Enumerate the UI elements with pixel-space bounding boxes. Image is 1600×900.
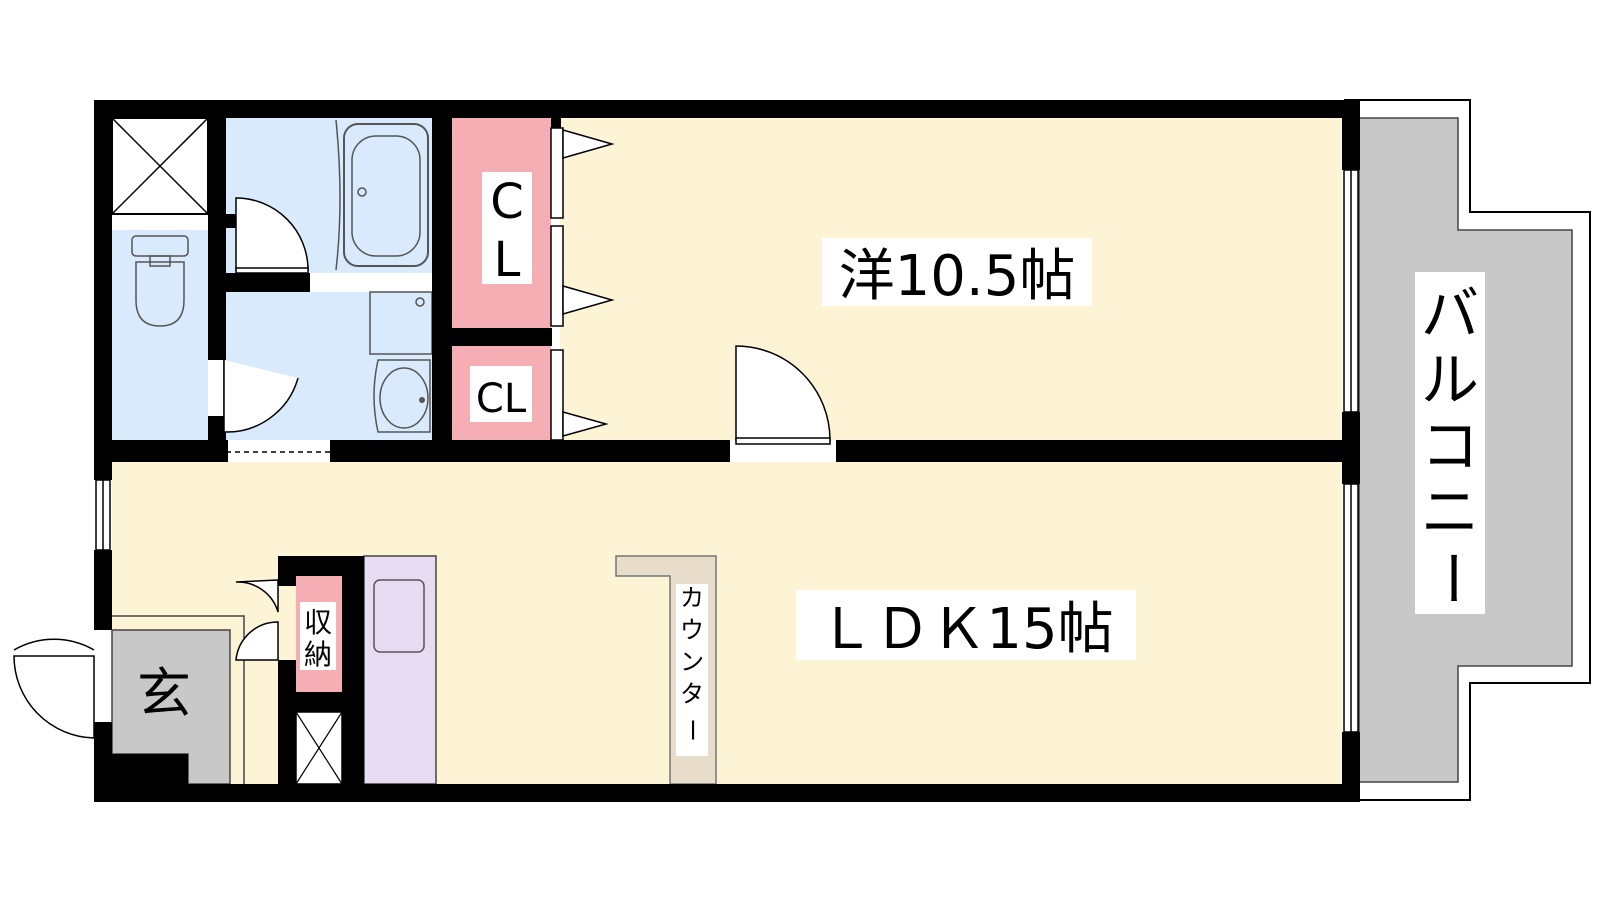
- closet-large-label-bg: [482, 172, 532, 284]
- doors: [13, 197, 831, 739]
- kitchen-unit: [363, 555, 437, 785]
- balcony-char: コ: [1421, 412, 1479, 480]
- storage-door-top: [235, 579, 279, 613]
- storage-label-bg: [300, 602, 336, 670]
- storage-door-bottom: [235, 621, 279, 661]
- entrance-door: [13, 638, 95, 651]
- western-room-door: [735, 345, 831, 441]
- walls: [94, 100, 1360, 802]
- storage-label-2: 納: [304, 638, 332, 671]
- balcony: [1344, 99, 1591, 801]
- balcony-char: ニ: [1421, 478, 1479, 546]
- ldk-label: ＬＤＫ15帖: [818, 597, 1113, 662]
- balcony-char: ー: [1418, 549, 1486, 607]
- closet-doors: [550, 127, 615, 441]
- counter-char: ウ: [680, 616, 704, 644]
- bathtub-icon: [335, 119, 429, 271]
- counter-char: ー: [678, 718, 706, 742]
- counter-label: カ ウ ン タ ー: [678, 584, 706, 742]
- balcony-char: ル: [1421, 346, 1479, 414]
- toilet-icon: [131, 235, 189, 327]
- counter-char: ン: [680, 648, 704, 676]
- closet-small-label: CL: [476, 376, 527, 422]
- western-room-label: 洋10.5帖: [839, 244, 1076, 309]
- toilet-floor: [112, 230, 208, 440]
- counter-char: カ: [680, 584, 704, 612]
- ldk-label-bg: [796, 590, 1136, 660]
- western-label-bg: [822, 238, 1092, 306]
- closet-large-label-c: C: [490, 174, 524, 230]
- balcony-label: バ ル コ ニ ー: [1418, 280, 1486, 607]
- storage-label-1: 収: [304, 606, 332, 639]
- counter-char: タ: [680, 680, 704, 708]
- windows: [95, 169, 1359, 733]
- washbasin-icon: [369, 291, 433, 433]
- corridor-edge: [112, 615, 245, 784]
- entrance-label: 玄: [137, 662, 191, 725]
- balcony-label-bg: [1415, 272, 1485, 614]
- counter-label-bg: [676, 584, 708, 756]
- closet-small-label-bg: [470, 366, 532, 422]
- balcony-char: バ: [1421, 280, 1479, 348]
- closet-large-label-l: L: [494, 232, 521, 288]
- kitchen-sink: [373, 579, 425, 653]
